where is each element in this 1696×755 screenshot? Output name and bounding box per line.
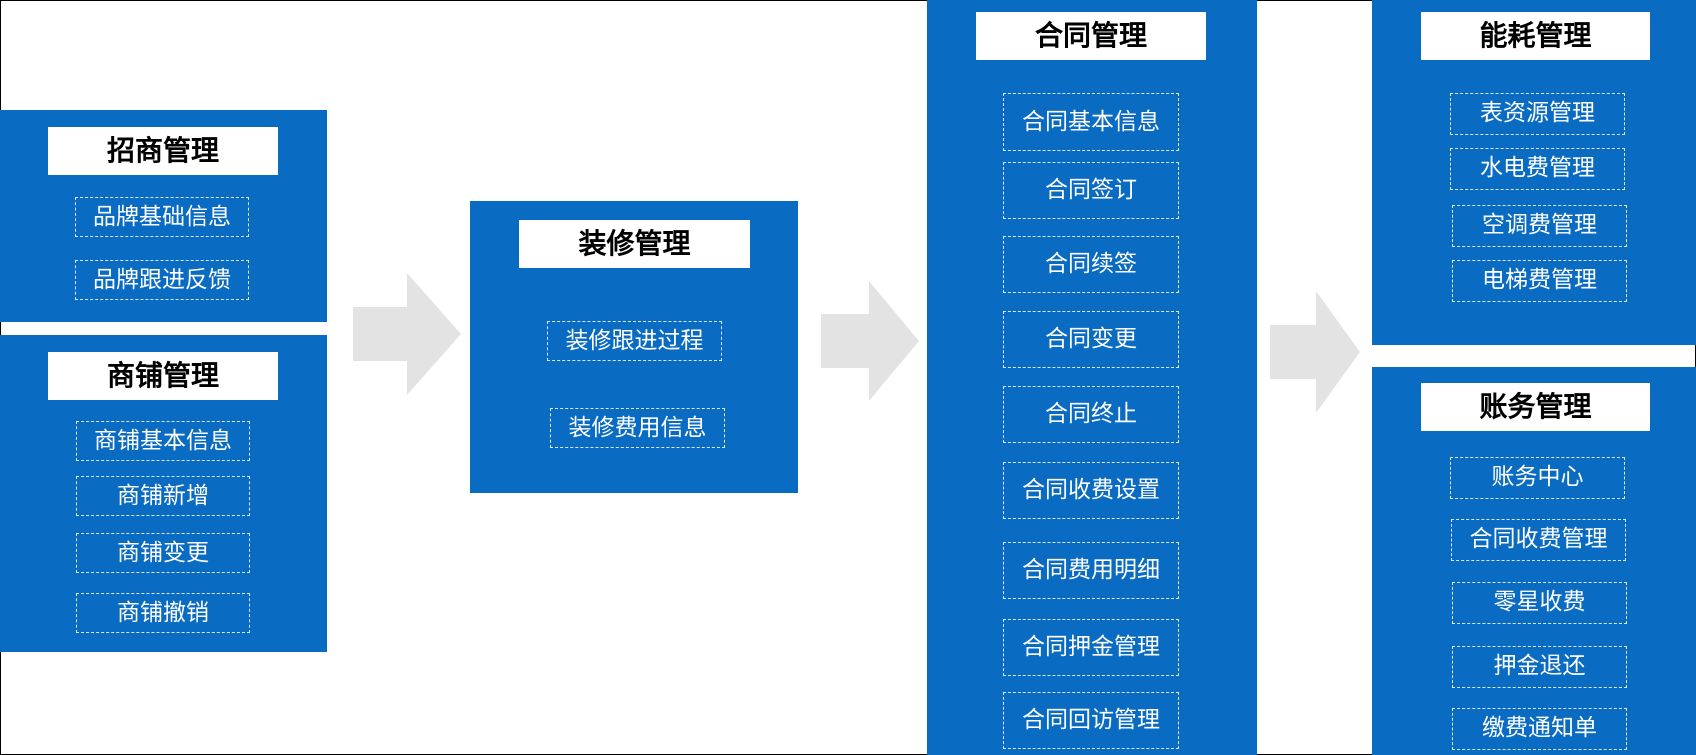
list-item: 合同签订 (1003, 162, 1179, 219)
flow-arrow-icon (821, 281, 919, 401)
list-item: 品牌基础信息 (75, 197, 249, 237)
list-item: 缴费通知单 (1452, 708, 1627, 750)
list-item: 装修跟进过程 (547, 321, 722, 361)
panel-title-zhaoshang: 招商管理 (48, 127, 278, 175)
panel-title-nenghao: 能耗管理 (1421, 12, 1650, 60)
list-item: 空调费管理 (1452, 205, 1627, 247)
list-item: 电梯费管理 (1452, 260, 1627, 302)
list-item: 账务中心 (1450, 457, 1625, 499)
list-item: 合同押金管理 (1003, 619, 1179, 676)
list-item: 零星收费 (1452, 582, 1627, 624)
list-item: 商铺新增 (76, 476, 250, 516)
flow-arrow-icon (1270, 291, 1360, 413)
list-item: 合同收费管理 (1451, 519, 1626, 561)
list-item: 品牌跟进反馈 (75, 260, 249, 300)
panel-title-zhuangxiu: 装修管理 (519, 220, 750, 268)
panel-zhaoshang: 招商管理 品牌基础信息 品牌跟进反馈 (0, 110, 327, 322)
list-item: 商铺基本信息 (76, 421, 250, 461)
panel-title-hetong: 合同管理 (976, 12, 1206, 60)
list-item: 表资源管理 (1450, 93, 1625, 135)
list-item: 合同费用明细 (1003, 542, 1179, 599)
flow-arrow-icon (353, 273, 461, 395)
list-item: 合同收费设置 (1003, 462, 1179, 519)
list-item: 押金退还 (1452, 646, 1627, 688)
list-item: 合同回访管理 (1003, 692, 1179, 749)
list-item: 合同基本信息 (1003, 93, 1179, 151)
list-item: 水电费管理 (1450, 148, 1625, 190)
list-item: 合同续签 (1003, 236, 1179, 293)
panel-nenghao: 能耗管理 表资源管理 水电费管理 空调费管理 电梯费管理 (1372, 0, 1696, 345)
panel-hetong: 合同管理 合同基本信息 合同签订 合同续签 合同变更 合同终止 合同收费设置 合… (927, 0, 1257, 755)
list-item: 装修费用信息 (550, 408, 725, 448)
list-item: 合同变更 (1003, 311, 1179, 368)
list-item: 合同终止 (1003, 386, 1179, 443)
list-item: 商铺撤销 (76, 593, 250, 633)
panel-zhuangxiu: 装修管理 装修跟进过程 装修费用信息 (470, 201, 798, 493)
panel-zhangwu: 账务管理 账务中心 合同收费管理 零星收费 押金退还 缴费通知单 (1372, 367, 1696, 755)
panel-title-zhangwu: 账务管理 (1421, 383, 1650, 431)
panel-title-shangpu: 商铺管理 (48, 352, 278, 400)
list-item: 商铺变更 (76, 533, 250, 573)
panel-shangpu: 商铺管理 商铺基本信息 商铺新增 商铺变更 商铺撤销 (0, 335, 327, 652)
